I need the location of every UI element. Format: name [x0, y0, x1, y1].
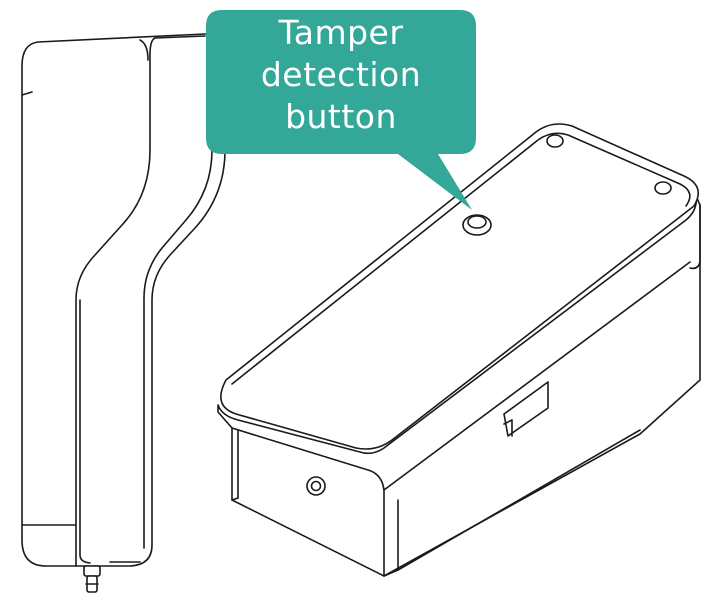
tamper-button-icon [462, 214, 492, 236]
mounting-bracket-icon [21, 33, 226, 593]
callout-bubble [206, 10, 476, 210]
device-body-icon [217, 123, 701, 577]
